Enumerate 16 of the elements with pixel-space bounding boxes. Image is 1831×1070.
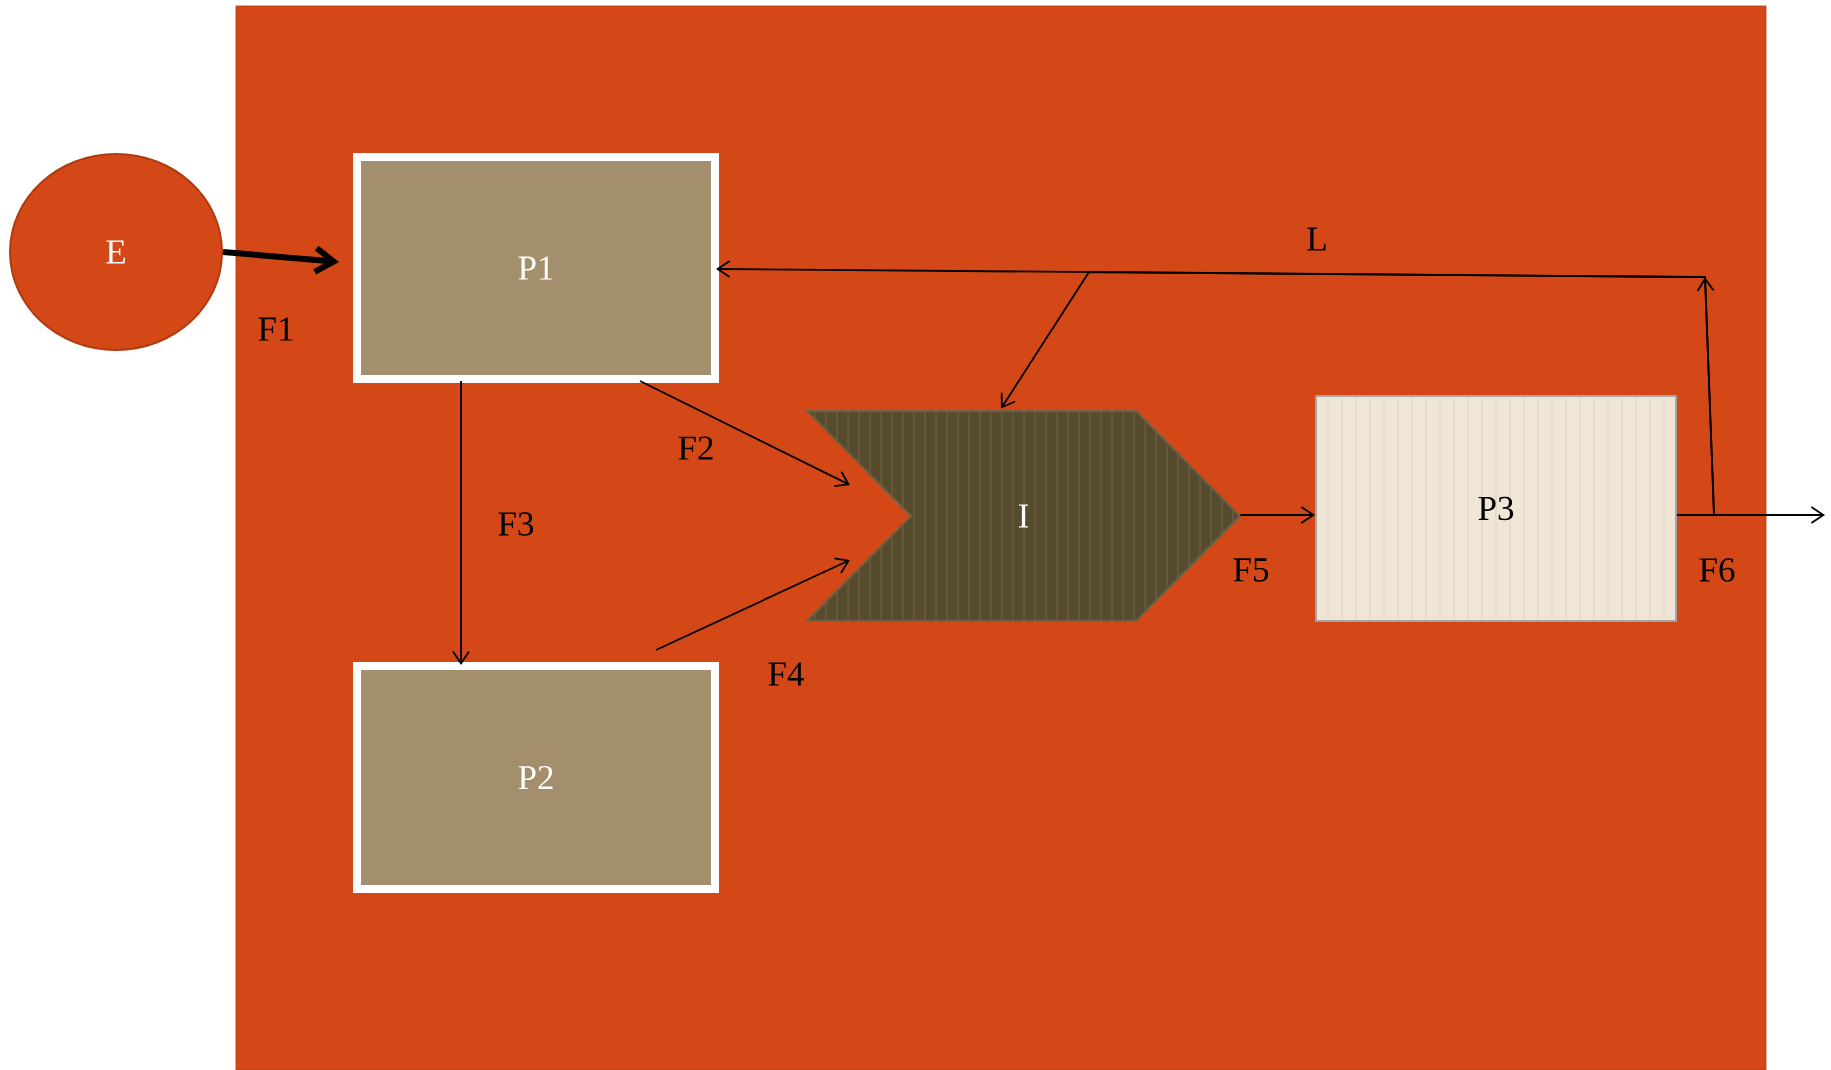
arrow [655, 557, 850, 651]
arrow [639, 380, 850, 487]
edge-label: L [1304, 225, 1330, 253]
arrow [452, 380, 470, 665]
arrow [1239, 506, 1315, 524]
arrow [1000, 271, 1715, 516]
edge-label: F4 [765, 660, 807, 688]
edge-label: F6 [1696, 556, 1738, 584]
edge-label: F2 [675, 434, 717, 462]
edge-label: F1 [255, 315, 297, 343]
arrow [1676, 506, 1825, 524]
edge-label: F3 [495, 510, 537, 538]
process-box: P2 [353, 662, 719, 893]
process-box: P1 [353, 153, 719, 383]
arrow [222, 245, 339, 275]
process-box: P3 [1315, 395, 1677, 622]
